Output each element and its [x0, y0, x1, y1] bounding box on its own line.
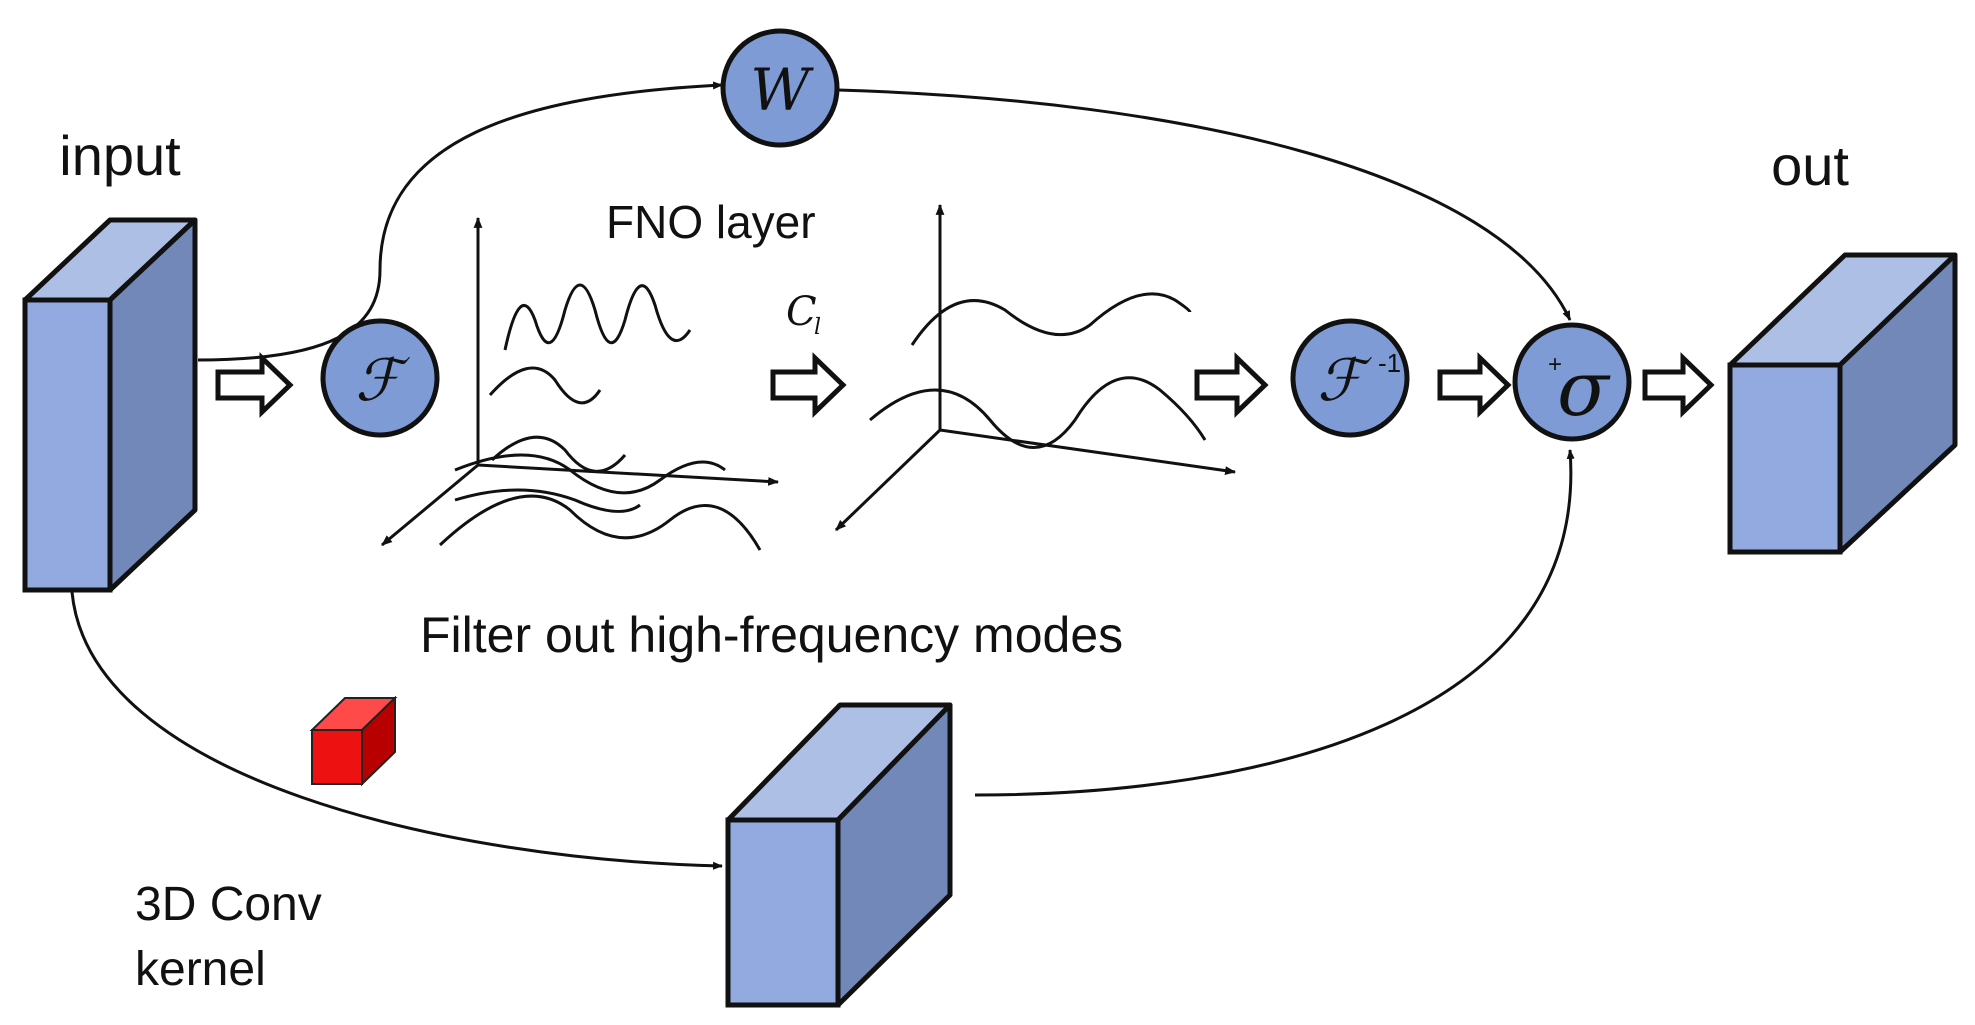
- c-weight-subscript: l: [814, 315, 821, 340]
- path-w-to-sum: [837, 88, 1572, 321]
- plus-sign: +: [1548, 351, 1562, 378]
- sum-activation-node: [1512, 322, 1632, 442]
- spectrum-axis-horizontal: [477, 463, 780, 486]
- filter-note-label: Filter out high-frequency modes: [420, 607, 1123, 663]
- spectrum-axis-depth: [381, 463, 479, 547]
- sigma-symbol: σ: [1557, 344, 1611, 433]
- kernel-front: [311, 729, 363, 785]
- filtered-axis-horizontal: [939, 428, 1237, 475]
- conv-block-front: [725, 817, 841, 1008]
- arrow-input-to-fourier: [215, 352, 294, 418]
- spectrum-wave-low-1: [454, 453, 726, 495]
- arrow-filtered-to-inverse: [1194, 352, 1269, 418]
- conv-kernel-label-line2: kernel: [135, 943, 266, 996]
- path-conv-to-sum: [974, 449, 1575, 797]
- out-label: out: [1771, 134, 1849, 197]
- output-block: [1727, 252, 1958, 555]
- c-weight-label: C: [786, 289, 817, 335]
- input-block: [22, 217, 198, 593]
- arrow-inverse-to-sum: [1437, 352, 1512, 418]
- conv-kernel-label-line1: 3D Conv: [135, 878, 322, 931]
- w-symbol: W: [750, 56, 814, 124]
- fourier-node: [320, 318, 440, 438]
- path-input-to-conv: [70, 591, 723, 870]
- filtered-axis-depth: [834, 428, 942, 532]
- input-label: input: [59, 124, 181, 187]
- filtered-wave-upper: [910, 292, 1192, 346]
- inverse-exponent: -1: [1378, 348, 1401, 378]
- output-block-front: [1727, 362, 1843, 555]
- block-arrows: [215, 352, 1715, 418]
- arrow-spectrum-to-filtered: [770, 352, 847, 418]
- conv-kernel-cube: [309, 695, 398, 787]
- w-node: [720, 28, 840, 148]
- arrow-sum-to-out: [1642, 352, 1715, 418]
- conv-output-block: [725, 702, 953, 1008]
- filtered-wave-lower: [869, 376, 1207, 449]
- spectrum-plot: [381, 216, 780, 551]
- spectrum-wave-low-3: [454, 488, 641, 513]
- skip-path-to-w: [197, 81, 723, 362]
- spectrum-wave-mid-2: [490, 435, 627, 473]
- fno-layer-label: FNO layer: [606, 196, 816, 248]
- spectrum-wave-low-2: [438, 494, 762, 551]
- spectrum-wave-mid-1: [488, 366, 602, 405]
- filtered-plot: [834, 203, 1237, 532]
- input-block-front: [22, 297, 113, 593]
- spectrum-wave-high-freq: [503, 283, 692, 351]
- inverse-fourier-node: [1290, 318, 1410, 438]
